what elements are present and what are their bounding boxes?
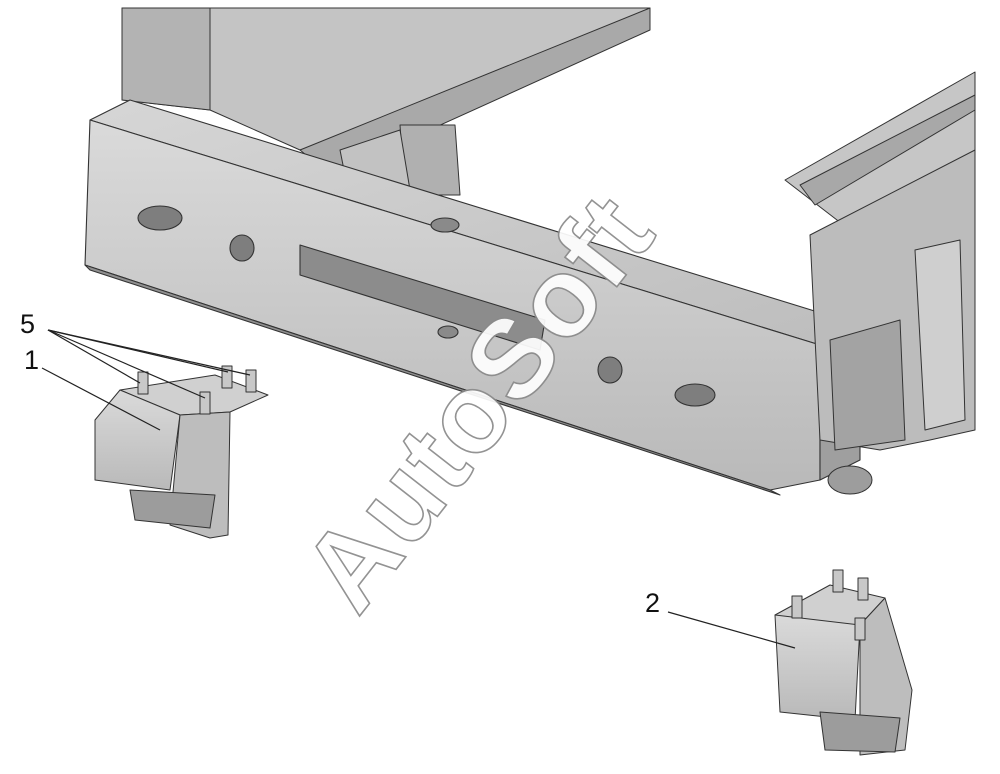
cross-member [84,99,861,496]
side-bracket-assembly [809,149,976,495]
bracket-part-2 [774,569,913,756]
bracket-part-1 [94,365,269,539]
callout-1: 1 [24,345,40,375]
leader-lines [41,329,796,649]
callout-5: 5 [20,309,36,339]
callout-2: 2 [645,588,661,618]
